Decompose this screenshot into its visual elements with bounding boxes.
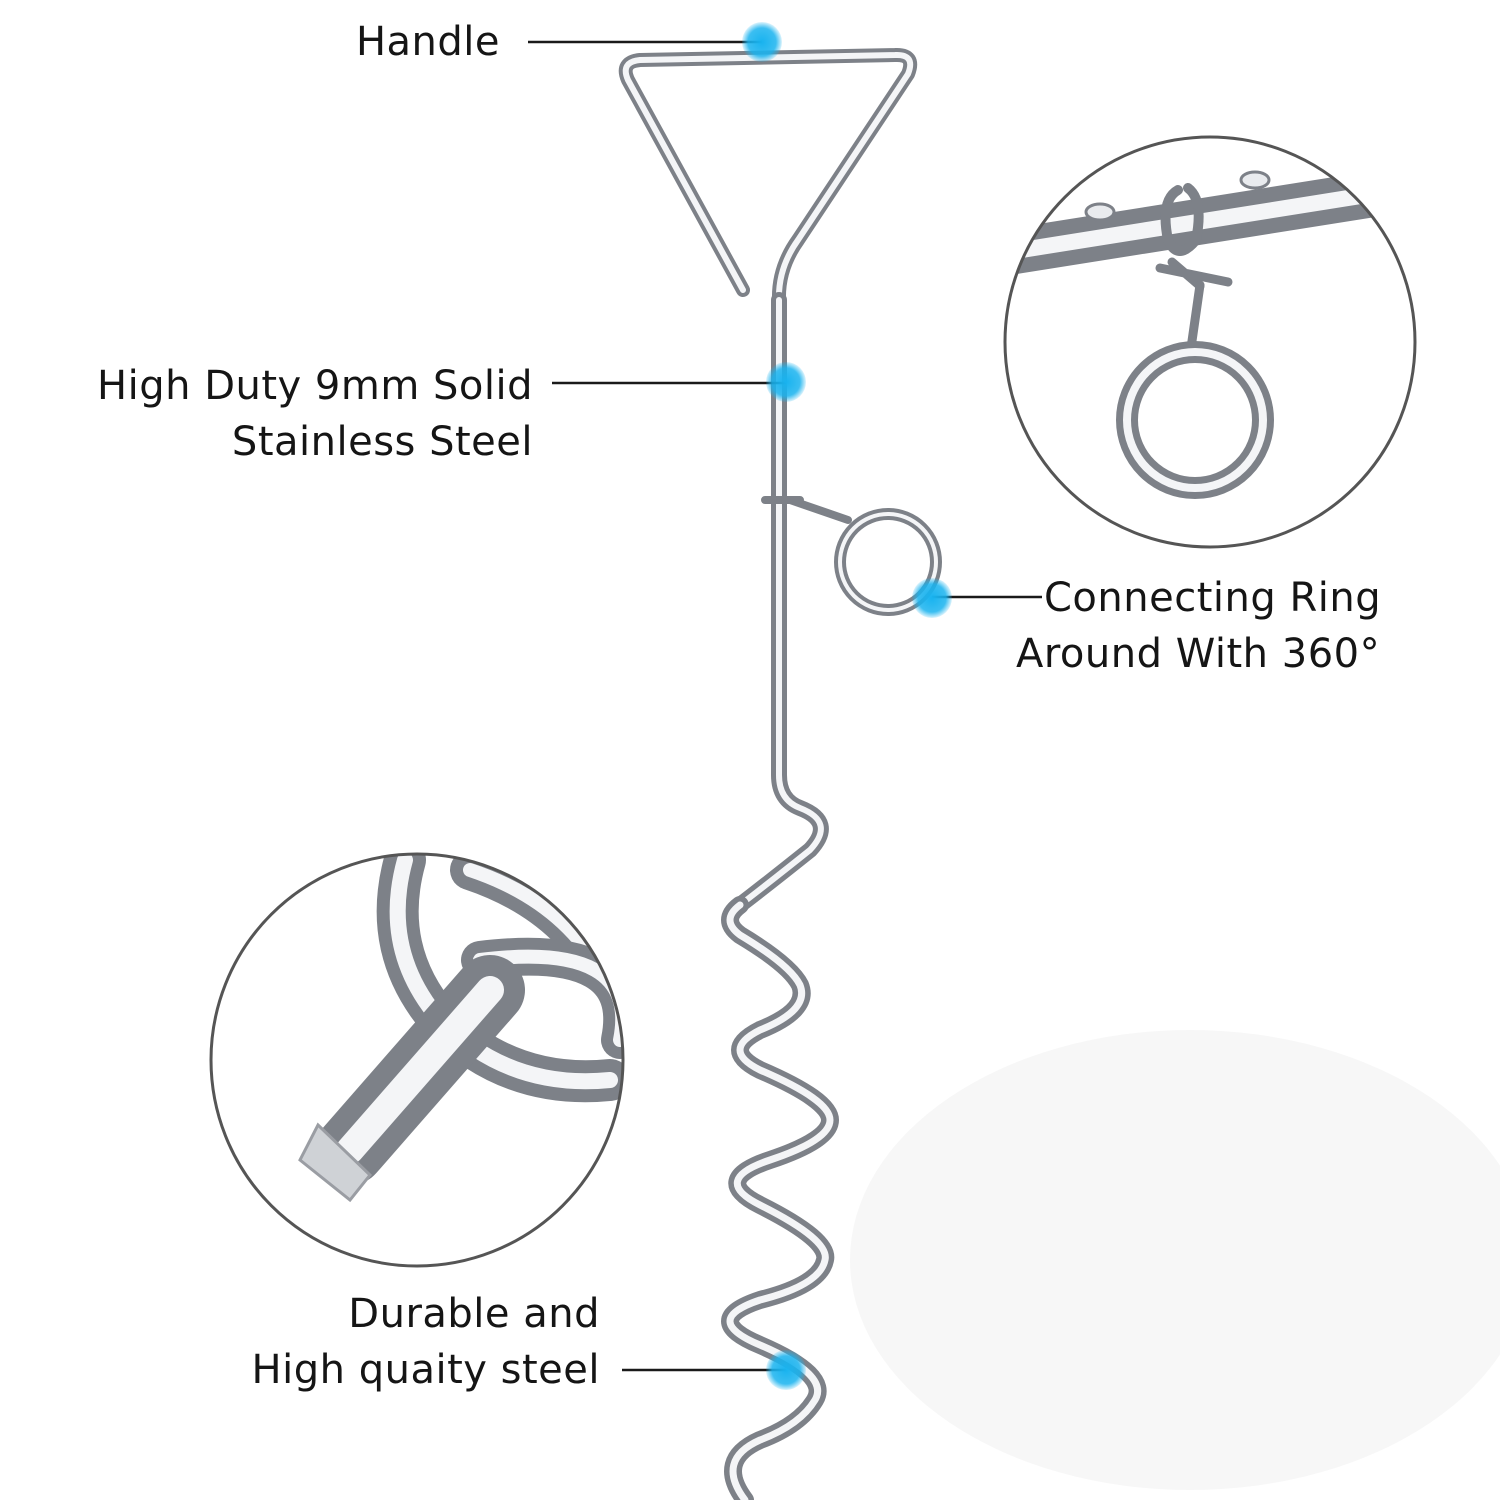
durable-label-line-1: Durable and bbox=[348, 1291, 600, 1337]
ring-label-line-2: Around With 360° bbox=[1016, 631, 1381, 677]
handle-label: Handle bbox=[356, 14, 500, 70]
background-shape bbox=[850, 1030, 1500, 1490]
swivel-bracket bbox=[761, 496, 852, 524]
steel-label: High Duty 9mm Solid Stainless Steel bbox=[97, 358, 533, 470]
durable-marker bbox=[766, 1350, 806, 1390]
ring-label-line-1: Connecting Ring bbox=[1044, 575, 1382, 621]
ring-zoom-inset bbox=[1003, 135, 1417, 549]
durable-label-line-2: High quaity steel bbox=[251, 1347, 600, 1393]
steel-label-line-1: High Duty 9mm Solid bbox=[97, 363, 533, 409]
handle-label-line-1: Handle bbox=[355, 19, 500, 65]
steel-marker bbox=[766, 362, 806, 402]
durable-label: Durable and High quaity steel bbox=[252, 1286, 600, 1398]
steel-label-line-2: Stainless Steel bbox=[231, 419, 533, 465]
markers bbox=[742, 22, 952, 1390]
tip-zoom-inset bbox=[209, 852, 625, 1268]
tie-out-stake bbox=[618, 47, 942, 1504]
handle-marker bbox=[742, 22, 782, 62]
stake-handle bbox=[618, 47, 918, 337]
ring-marker bbox=[912, 578, 952, 618]
ring-label: Connecting Ring Around With 360° bbox=[1016, 570, 1381, 682]
stake-spiral bbox=[721, 896, 839, 1504]
